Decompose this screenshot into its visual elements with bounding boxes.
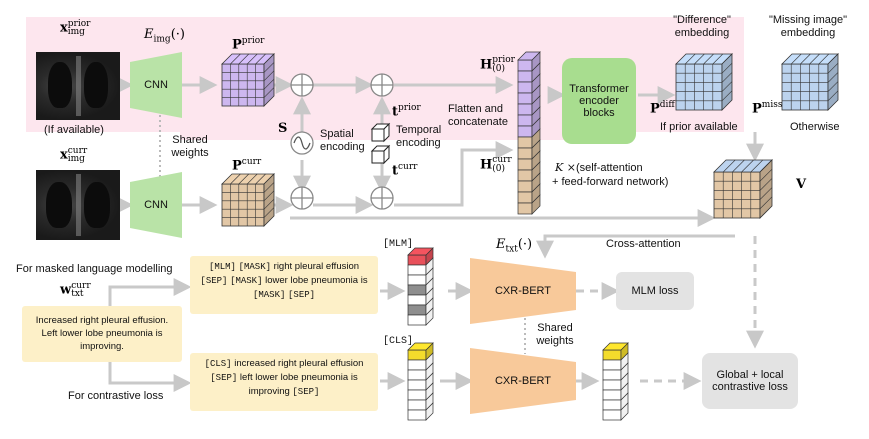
cxr-bert-mlm-block (470, 258, 576, 324)
cube-icon (370, 122, 391, 143)
cnn-curr-block (130, 172, 182, 238)
shared-weights-img-label: Shared weights (171, 134, 209, 159)
contrastive-loss-box (702, 353, 798, 409)
mlm-token-label: [MLM] (383, 239, 414, 250)
for-mlm-label: For masked language modelling (16, 263, 173, 275)
p-prior-grid (221, 53, 275, 107)
cls-token-column-output (602, 342, 629, 421)
p-diff-label: Pdiff (650, 100, 675, 117)
circled-plus-icon (370, 186, 394, 210)
cnn-prior-label: CNN (144, 79, 168, 91)
h-flattened-column (517, 51, 541, 215)
p-prior-label: Pprior (232, 36, 265, 53)
sine-wave-icon (290, 131, 314, 155)
cnn-curr-label: CNN (144, 199, 168, 211)
cube-icon (370, 144, 391, 165)
mlm-loss-box (616, 272, 694, 310)
mlm-input-text: [MLM] [MASK] right pleural effusion [SEP… (190, 256, 378, 314)
prior-xray-image (36, 52, 120, 120)
e-img-label: Eimg(·) (144, 27, 185, 45)
t-curr-label: tcurr (392, 162, 418, 179)
contrastive-loss-label: Global + local contrastive loss (712, 369, 788, 393)
cls-token-column-input (407, 342, 434, 421)
p-miss-label: Pmiss (752, 100, 783, 117)
mlm-loss-label: MLM loss (631, 285, 679, 297)
temporal-encoding-label: Temporal encoding (396, 124, 442, 149)
cxr-bert-mlm-label: CXR-BERT (494, 285, 552, 297)
cxr-bert-cls-label: CXR-BERT (494, 375, 552, 387)
if-available-label: (If available) (44, 124, 104, 136)
missing-image-label: "Missing image"embedding (768, 14, 848, 39)
cxr-bert-cls-block (470, 348, 576, 414)
e-txt-label: Etxt(·) (496, 237, 533, 255)
t-prior-label: tprior (392, 103, 421, 120)
current-xray-image (36, 170, 120, 240)
p-curr-grid (221, 173, 275, 227)
circled-plus-icon (290, 73, 314, 97)
circled-plus-icon (290, 186, 314, 210)
p-curr-label: Pcurr (232, 157, 262, 174)
k-times-label: K ×(self-attention (555, 161, 643, 174)
v-label: V (796, 177, 807, 192)
input-report-text: Increased right pleural effusion. Left l… (22, 306, 182, 362)
p-miss-grid (781, 53, 839, 111)
transformer-encoder-box (562, 58, 636, 144)
cross-attention-label: Cross-attention (606, 238, 681, 250)
circled-plus-icon (370, 73, 394, 97)
difference-embedding-label: "Difference"embedding (673, 14, 731, 39)
shared-weights-txt-label: Shared weights (536, 322, 574, 347)
dashed-arrows (448, 236, 764, 390)
cls-token-label: [CLS] (383, 336, 414, 347)
v-grid (713, 159, 773, 219)
transformer-label: Transformer encoder blocks (569, 83, 629, 119)
feed-forward-label: + feed-forward network) (552, 176, 669, 188)
shared-weight-links (159, 115, 526, 354)
if-prior-available-label: If prior available (660, 121, 738, 133)
s-label: S (278, 121, 288, 136)
arrows (108, 76, 764, 392)
flatten-concat-label: Flatten and concatenate (448, 103, 508, 128)
for-contrastive-label: For contrastive loss (68, 390, 164, 402)
spatial-encoding-label: Spatial encoding (320, 128, 365, 153)
mlm-token-column (407, 247, 434, 326)
cls-input-text: [CLS] increased right pleural effusion [… (190, 353, 378, 411)
otherwise-label: Otherwise (790, 121, 840, 133)
cnn-prior-block (130, 52, 182, 118)
p-diff-grid (675, 53, 733, 111)
